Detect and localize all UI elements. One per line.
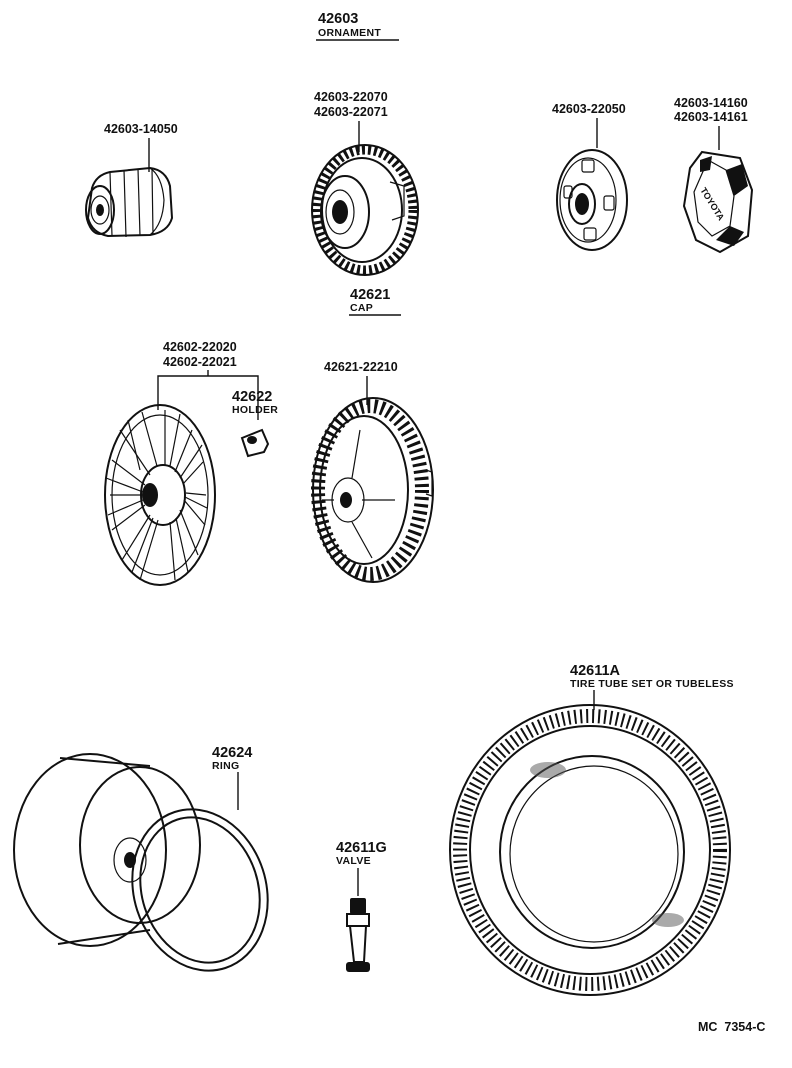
toyota-emblem-text: TOYOTA [698, 186, 726, 223]
ornament-nut-drawing[interactable] [85, 166, 174, 238]
part-label-42603-22070: 42603-22070 [314, 90, 388, 104]
part-label-42603-14161: 42603-14161 [674, 110, 748, 124]
leader-42602-22020[interactable] [157, 370, 259, 420]
holder-drawing[interactable] [240, 428, 270, 458]
part-label-42603-14050: 42603-14050 [104, 122, 178, 136]
tire-drawing[interactable] [449, 704, 731, 996]
ornament-flat-drawing[interactable] [556, 149, 628, 251]
ring-number: 42624 [212, 745, 252, 761]
part-label-42603-22050: 42603-22050 [552, 102, 626, 116]
valve-drawing[interactable] [346, 898, 370, 972]
wheel-drawing [13, 753, 201, 947]
ornament-group-number: 42603 [318, 11, 358, 27]
tire-number: 42611A [570, 663, 621, 679]
holder-name: HOLDER [232, 404, 278, 416]
part-label-42603-22071: 42603-22071 [314, 105, 388, 119]
holder-number: 42622 [232, 389, 272, 405]
part-label-42602-22021: 42602-22021 [163, 355, 237, 369]
valve-number: 42611G [336, 840, 387, 856]
ornament-group-name: ORNAMENT [318, 27, 381, 39]
ring-drawing[interactable] [112, 792, 288, 989]
wheel-cap-drawing[interactable] [311, 397, 434, 583]
ring-name: RING [212, 760, 239, 772]
part-label-42602-22020: 42602-22020 [163, 340, 237, 354]
valve-name: VALVE [336, 855, 371, 867]
part-label-42603-14160: 42603-14160 [674, 96, 748, 110]
tire-name: TIRE TUBE SET OR TUBELESS [570, 678, 734, 690]
part-label-42621-22210: 42621-22210 [324, 360, 398, 374]
ornament-toyota-drawing[interactable]: TOYOTA [682, 150, 754, 254]
diagram-code: MC 7354-C [698, 1020, 765, 1034]
cap-group-name: CAP [350, 302, 373, 314]
cap-group-number: 42621 [350, 287, 390, 303]
wire-wheel-cap-drawing[interactable] [104, 404, 216, 586]
ornament-gear-drawing[interactable] [311, 144, 419, 276]
